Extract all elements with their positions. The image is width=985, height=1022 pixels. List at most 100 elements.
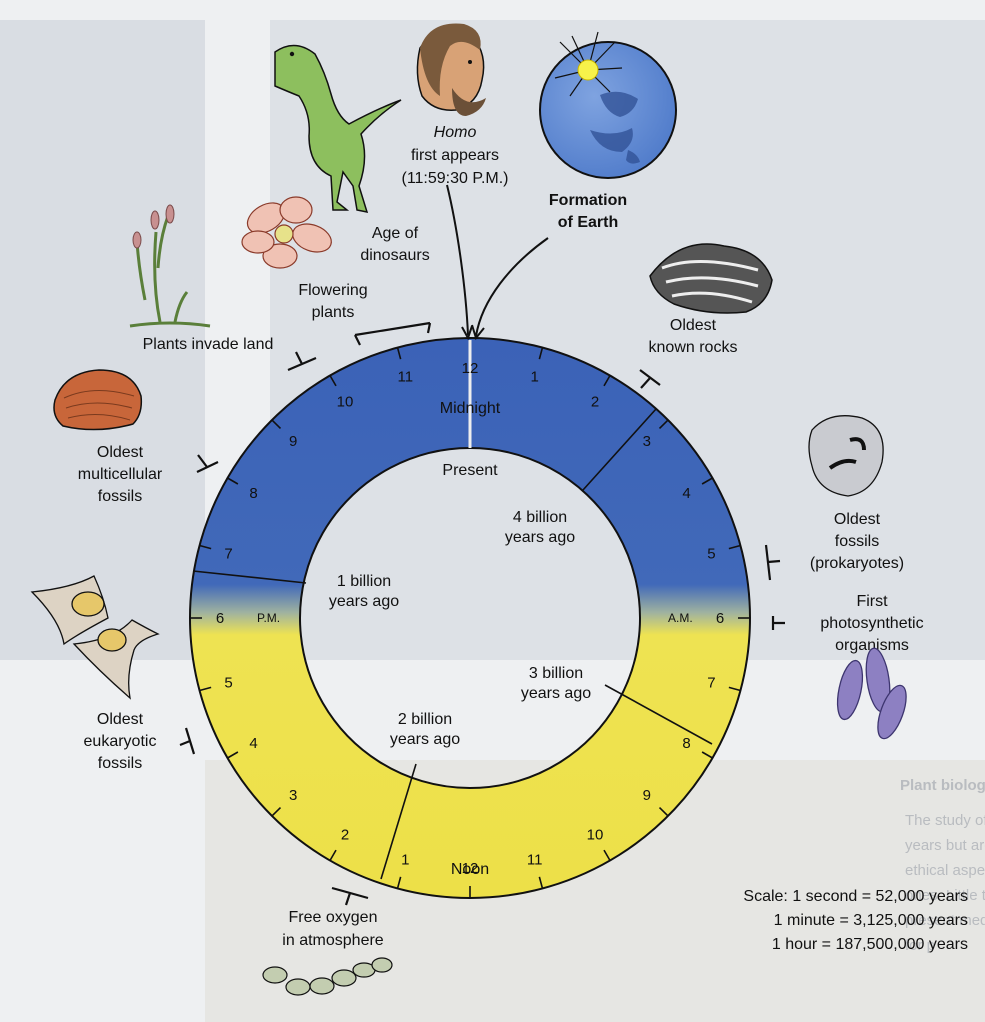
hour-tick bbox=[329, 849, 337, 861]
scale-legend: Scale: 1 second = 52,000 years 1 minute … bbox=[743, 888, 968, 953]
plants-invade-land-label: Plants invade land bbox=[143, 336, 274, 353]
svg-text:(11:59:30 P.M.): (11:59:30 P.M.) bbox=[401, 170, 508, 187]
svg-text:known rocks: known rocks bbox=[649, 339, 738, 356]
svg-text:years ago: years ago bbox=[505, 529, 575, 546]
hour-tick bbox=[658, 419, 669, 430]
svg-text:years ago: years ago bbox=[329, 593, 399, 610]
hour-tick bbox=[603, 375, 611, 387]
era-1-billion: 1 billion years ago bbox=[329, 573, 399, 610]
hour-tick bbox=[603, 849, 611, 861]
svg-text:fossils: fossils bbox=[835, 533, 879, 550]
hour-tick bbox=[329, 375, 337, 387]
background-page-text: Plant biology in The study of pl years b… bbox=[900, 777, 985, 954]
svg-text:ones. Little th: ones. Little th bbox=[905, 887, 985, 904]
hour-tick bbox=[396, 876, 402, 889]
hour-tick bbox=[538, 347, 544, 360]
flower-illustration bbox=[241, 196, 332, 269]
hour-number: 3 bbox=[289, 787, 297, 804]
hour-number: 1 bbox=[531, 369, 539, 386]
pm-label: P.M. bbox=[257, 611, 280, 625]
svg-text:Formation: Formation bbox=[549, 192, 627, 209]
svg-text:ethical aspect: ethical aspect bbox=[905, 862, 985, 879]
svg-text:Oldest: Oldest bbox=[97, 444, 144, 461]
svg-text:Oldest: Oldest bbox=[97, 711, 144, 728]
prokaryote-fossil-illustration bbox=[808, 415, 884, 497]
svg-text:years but are a: years but are a bbox=[905, 837, 985, 854]
svg-text:plants: plants bbox=[312, 304, 355, 321]
svg-text:2 billion: 2 billion bbox=[398, 711, 452, 728]
hour-number: 7 bbox=[224, 545, 232, 562]
hour-tick bbox=[538, 876, 544, 889]
hour-tick bbox=[271, 806, 282, 817]
hour-tick bbox=[199, 544, 212, 550]
age-of-dinosaurs-label: Age of dinosaurs bbox=[360, 225, 429, 264]
event-brackets bbox=[179, 321, 785, 906]
era-4-billion: 4 billion years ago bbox=[505, 509, 575, 546]
noon-label: Noon bbox=[451, 861, 489, 878]
present-label: Present bbox=[442, 462, 498, 479]
svg-text:fossils: fossils bbox=[98, 755, 142, 772]
hour-number: 9 bbox=[289, 433, 297, 450]
hour-number: 6 bbox=[716, 610, 724, 627]
hour-number: 10 bbox=[587, 827, 604, 844]
hour-number: 12 bbox=[462, 360, 479, 377]
earth-illustration bbox=[539, 31, 677, 179]
event-arrows bbox=[446, 184, 549, 341]
svg-text:present medic: present medic bbox=[905, 912, 985, 929]
hour-number: 11 bbox=[398, 369, 414, 386]
hour-tick bbox=[227, 477, 239, 485]
hour-tick bbox=[728, 544, 741, 550]
svg-text:organisms: organisms bbox=[835, 637, 909, 654]
eukaryotic-fossil-illustration bbox=[30, 575, 160, 700]
hour-ticks bbox=[190, 347, 750, 898]
hour-tick bbox=[701, 751, 713, 759]
svg-text:(prokaryotes): (prokaryotes) bbox=[810, 555, 904, 572]
svg-text:of Earth: of Earth bbox=[558, 214, 618, 231]
oldest-rocks-illustration bbox=[649, 243, 773, 314]
svg-text:dinosaurs: dinosaurs bbox=[360, 247, 429, 264]
left-panel bbox=[0, 20, 205, 660]
hour-number: 8 bbox=[249, 485, 257, 502]
hour-number: 6 bbox=[216, 610, 224, 627]
svg-text:Flowering: Flowering bbox=[298, 282, 367, 299]
svg-text:for p: for p bbox=[905, 937, 935, 954]
free-oxygen-label: Free oxygen in atmosphere bbox=[282, 909, 383, 949]
svg-text:Oldest: Oldest bbox=[834, 511, 881, 528]
hour-number: 5 bbox=[224, 675, 232, 692]
hour-tick bbox=[701, 477, 713, 485]
first-photosynthetic-label: First photosynthetic organisms bbox=[820, 593, 923, 654]
hour-number: 1 bbox=[401, 851, 409, 868]
svg-text:fossils: fossils bbox=[98, 488, 142, 505]
svg-text:1 hour = 187,500,000 years: 1 hour = 187,500,000 years bbox=[772, 936, 968, 953]
multicellular-fossil-illustration bbox=[53, 369, 143, 431]
hour-tick bbox=[271, 419, 282, 430]
svg-text:multicellular: multicellular bbox=[78, 466, 163, 483]
svg-text:1 minute = 3,125,000 years: 1 minute = 3,125,000 years bbox=[774, 912, 968, 929]
homo-label: Homo first appears (11:59:30 P.M.) bbox=[401, 124, 508, 187]
hour-number: 4 bbox=[249, 735, 257, 752]
svg-text:Scale: 1 second = 52,000 years: Scale: 1 second = 52,000 years bbox=[743, 888, 968, 905]
svg-text:Homo: Homo bbox=[434, 124, 477, 141]
photosynthetic-organisms-illustration bbox=[836, 647, 907, 740]
hour-number: 11 bbox=[527, 851, 543, 868]
svg-text:Age of: Age of bbox=[372, 225, 419, 242]
clock-ring bbox=[189, 337, 751, 899]
oldest-fossils-prokaryotes-label: Oldest fossils (prokaryotes) bbox=[810, 511, 904, 572]
hour-tick bbox=[658, 806, 669, 817]
svg-text:4 billion: 4 billion bbox=[513, 509, 567, 526]
svg-text:The study of pl: The study of pl bbox=[905, 812, 985, 829]
hour-tick bbox=[396, 347, 402, 360]
hour-number: 3 bbox=[643, 433, 651, 450]
hour-number: 8 bbox=[682, 735, 690, 752]
hour-number: 4 bbox=[682, 485, 690, 502]
hour-number: 10 bbox=[337, 393, 354, 410]
formation-of-earth-label: Formation of Earth bbox=[549, 192, 627, 231]
era-divider-lines bbox=[192, 408, 713, 880]
era-2-billion: 2 billion years ago bbox=[390, 711, 460, 748]
svg-text:Oldest: Oldest bbox=[670, 317, 717, 334]
svg-text:years ago: years ago bbox=[521, 685, 591, 702]
hour-number: 9 bbox=[643, 787, 651, 804]
svg-text:Plant biology in: Plant biology in bbox=[900, 777, 985, 794]
